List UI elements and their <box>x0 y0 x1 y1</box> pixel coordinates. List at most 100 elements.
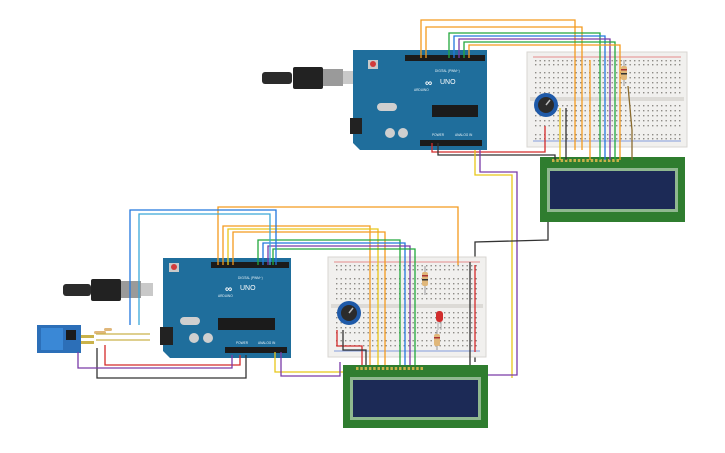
breadboard-hole <box>643 115 645 117</box>
lcd-16x2-top[interactable] <box>540 157 685 222</box>
breadboard-hole <box>634 60 636 62</box>
breadboard-hole <box>336 327 338 329</box>
breadboard-hole <box>430 265 432 267</box>
breadboard-hole <box>471 332 473 334</box>
breadboard-hole <box>584 87 586 89</box>
potentiometer-bottom[interactable] <box>337 301 361 325</box>
breadboard-hole <box>471 340 473 342</box>
breadboard-hole <box>616 115 618 117</box>
breadboard-hole <box>345 288 347 290</box>
breadboard-hole <box>620 60 622 62</box>
breadboard-hole <box>602 138 604 140</box>
breadboard-hole <box>475 269 477 271</box>
wires-bottom <box>77 206 476 379</box>
breadboard-hole <box>679 77 681 79</box>
breadboard-hole <box>647 110 649 112</box>
arduino-uno-top[interactable]: ∞ UNO ARDUINO DIGITAL (PWM~) POWER ANALO… <box>350 50 487 150</box>
breadboard-hole <box>394 312 396 314</box>
breadboard-hole <box>611 82 613 84</box>
breadboard-hole <box>544 77 546 79</box>
breadboard-hole <box>652 77 654 79</box>
breadboard-hole <box>376 345 378 347</box>
breadboard-hole <box>381 293 383 295</box>
breadboard-hole <box>580 77 582 79</box>
lcd-16x2-bottom[interactable] <box>343 365 488 428</box>
breadboard-hole <box>620 87 622 89</box>
breadboard-hole <box>444 283 446 285</box>
breadboard-hole <box>575 125 577 127</box>
breadboard-hole <box>471 288 473 290</box>
breadboard-hole <box>435 293 437 295</box>
breadboard-hole <box>679 60 681 62</box>
breadboard-hole <box>435 317 437 319</box>
breadboard-hole <box>336 288 338 290</box>
breadboard-hole <box>421 345 423 347</box>
breadboard-hole <box>661 82 663 84</box>
breadboard-hole <box>457 317 459 319</box>
breadboard-hole <box>462 332 464 334</box>
breadboard-hole <box>372 269 374 271</box>
breadboard-hole <box>462 265 464 267</box>
breadboard-hole <box>390 312 392 314</box>
breadboard-hole <box>647 134 649 136</box>
usb-cable-bottom[interactable] <box>63 279 153 301</box>
breadboard-hole <box>634 77 636 79</box>
breadboard-hole <box>403 298 405 300</box>
breadboard-hole <box>367 317 369 319</box>
breadboard-hole <box>430 293 432 295</box>
breadboard-hole <box>656 87 658 89</box>
breadboard-hole <box>408 332 410 334</box>
breadboard-hole <box>457 293 459 295</box>
breadboard-hole <box>670 110 672 112</box>
breadboard-hole <box>345 269 347 271</box>
breadboard-hole <box>638 82 640 84</box>
breadboard-hole <box>607 64 609 66</box>
led-red[interactable] <box>436 311 443 330</box>
lcd-pin <box>595 159 598 162</box>
breadboard-hole <box>403 317 405 319</box>
lcd-pin <box>394 367 398 370</box>
lcd-pin <box>590 159 594 162</box>
breadboard-hole <box>616 120 618 122</box>
breadboard-hole <box>417 283 419 285</box>
breadboard-hole <box>557 120 559 122</box>
breadboard-hole <box>385 340 387 342</box>
breadboard-hole <box>670 120 672 122</box>
breadboard-hole <box>381 312 383 314</box>
breadboard-hole <box>394 340 396 342</box>
breadboard-hole <box>462 340 464 342</box>
breadboard-hole <box>403 278 405 280</box>
breadboard-hole <box>580 105 582 107</box>
breadboard-hole <box>403 345 405 347</box>
breadboard-hole <box>457 322 459 324</box>
breadboard-hole <box>439 265 441 267</box>
breadboard-hole <box>665 82 667 84</box>
breadboard-hole <box>679 115 681 117</box>
breadboard-hole <box>417 317 419 319</box>
arduino-uno-bottom[interactable]: ∞ UNO ARDUINO DIGITAL (PWM~) POWER ANALO… <box>160 258 291 358</box>
board-logo-bottom: ∞ <box>225 284 232 295</box>
breadboard-hole <box>625 134 627 136</box>
breadboard-hole <box>607 120 609 122</box>
breadboard-hole <box>629 77 631 79</box>
usb-cable-top[interactable] <box>262 67 355 89</box>
breadboard-hole <box>390 278 392 280</box>
resistor-bottom-2[interactable] <box>434 330 440 350</box>
breadboard-hole <box>652 92 654 94</box>
breadboard-hole <box>448 312 450 314</box>
breadboard-hole <box>475 340 477 342</box>
resistor-top[interactable] <box>621 60 627 86</box>
breadboard-hole <box>390 288 392 290</box>
breadboard-hole <box>611 134 613 136</box>
potentiometer-top[interactable] <box>534 93 558 117</box>
resistor-bottom-1[interactable] <box>422 266 428 295</box>
breadboard-hole <box>557 60 559 62</box>
breadboard-hole <box>625 82 627 84</box>
breadboard-hole <box>363 283 365 285</box>
esp8266-module[interactable] <box>37 325 112 353</box>
lcd-pin <box>411 367 415 370</box>
breadboard-hole <box>553 82 555 84</box>
breadboard-hole <box>426 265 428 267</box>
breadboard-hole <box>336 265 338 267</box>
board-brand-top: ARDUINO <box>414 88 429 92</box>
